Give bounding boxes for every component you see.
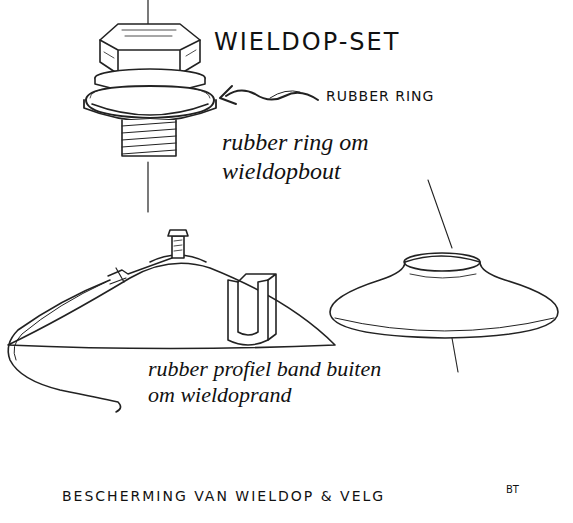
signature: BT [506,484,546,496]
pointer-arrow [220,86,318,104]
leader-line [452,338,458,372]
caption-text: BESCHERMING VAN WIELDOP & VELG [62,488,482,505]
bolt [84,24,216,156]
leader-line [428,180,452,248]
title-text: WIELDOP-SET [214,28,454,57]
part-label: RUBBER RING [326,88,476,105]
note-text: rubber ring om wieldopbout [222,128,400,186]
note-text: rubber profiel band buiten om wieldopran… [148,356,400,409]
hubcap-saucer [330,180,558,372]
